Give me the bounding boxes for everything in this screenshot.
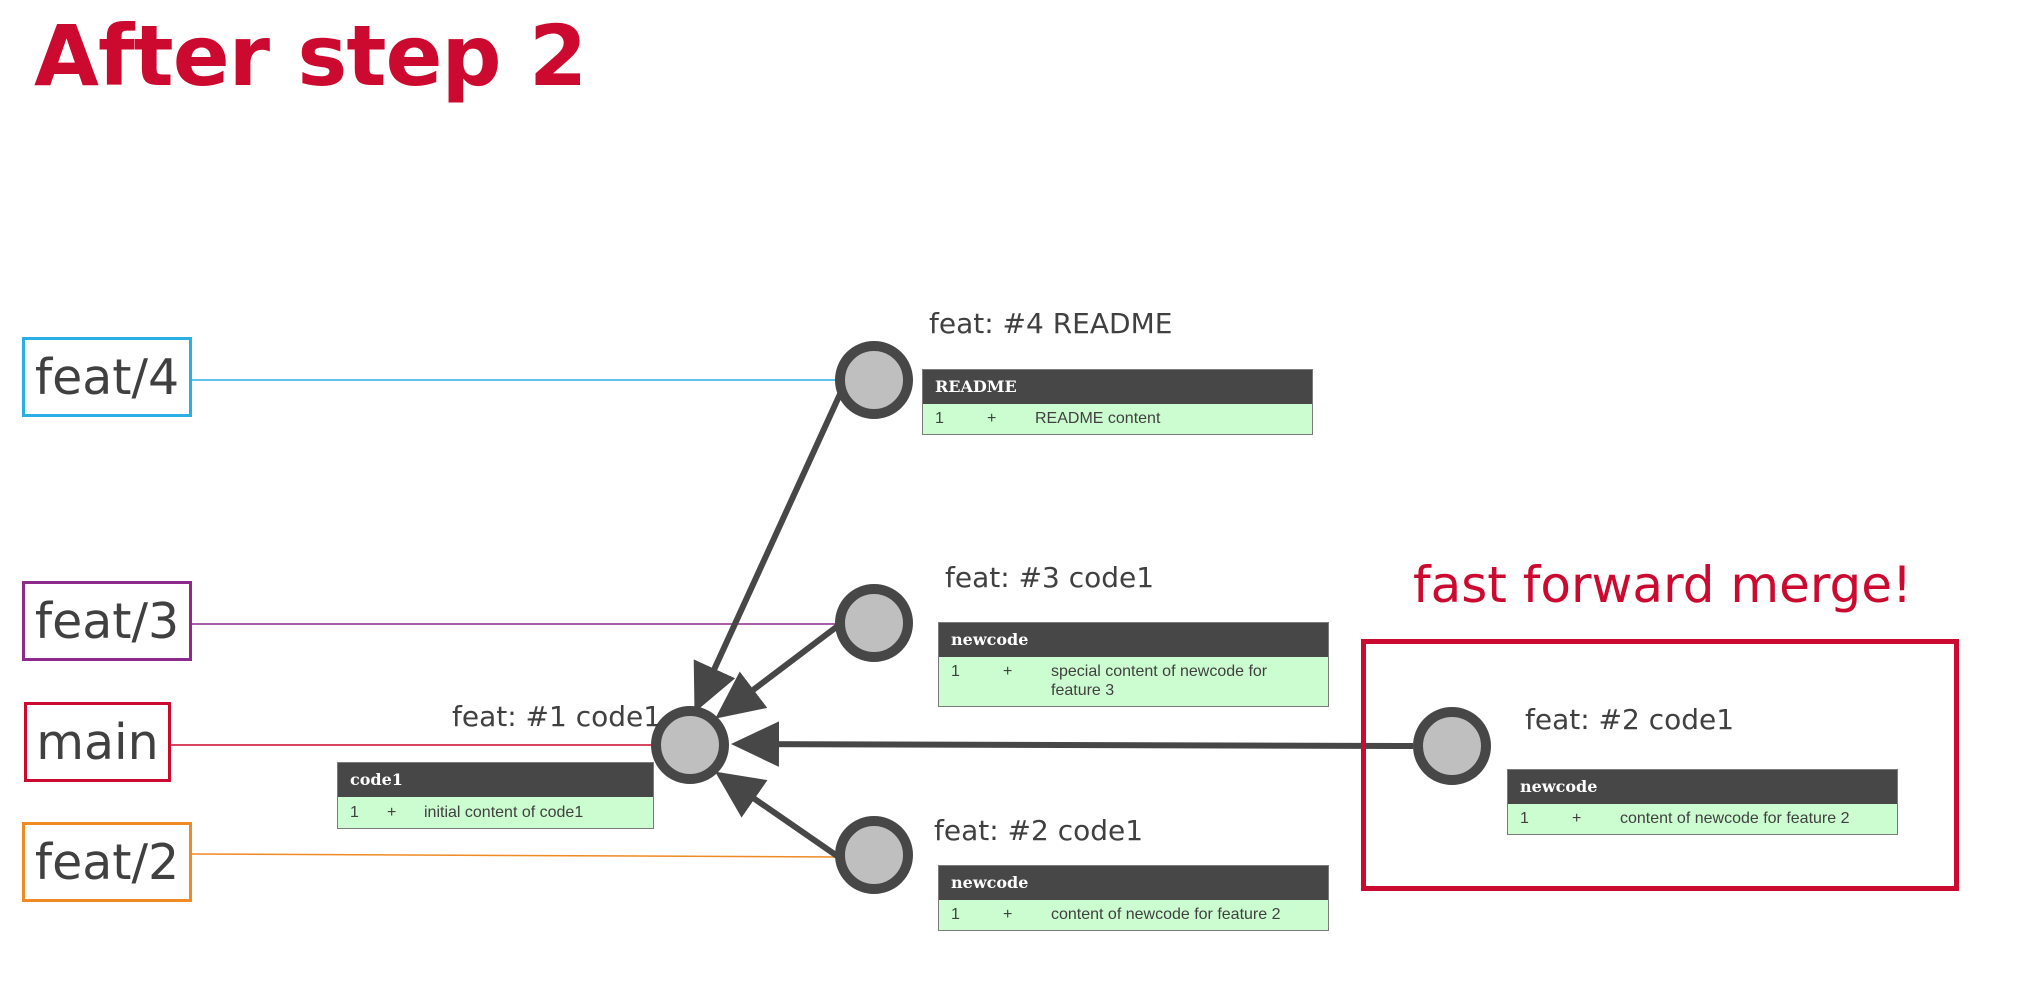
- branch-name: feat/2: [34, 833, 180, 891]
- branch-name: feat/4: [34, 348, 180, 406]
- page-title: After step 2: [34, 7, 587, 105]
- parent-arrow-c2-merged: [731, 721, 1414, 767]
- diff-line-number: 1: [1520, 810, 1529, 827]
- merge-highlight-box: [1361, 639, 1959, 891]
- commit-node-c2-merged[interactable]: [1413, 707, 1491, 785]
- commit-message-c3: feat: #3 code1: [945, 561, 1155, 594]
- parent-arrow-c3: [715, 619, 845, 719]
- branch-name: feat/3: [34, 592, 180, 650]
- branch-label-feat4[interactable]: feat/4: [22, 337, 192, 417]
- diff-file-name: newcode: [939, 866, 1328, 900]
- diff-file-name: README: [923, 370, 1312, 404]
- diff-line-sign: +: [387, 804, 397, 821]
- diff-card-c1: code1 1 + initial content of code1: [337, 762, 654, 829]
- diff-line-number: 1: [951, 663, 960, 680]
- diff-line-content: content of newcode for feature 2: [1051, 906, 1281, 923]
- branch-name: main: [36, 713, 159, 771]
- diff-card-c2-merged: newcode 1 + content of newcode for featu…: [1507, 769, 1898, 835]
- diff-card-c2: newcode 1 + content of newcode for featu…: [938, 865, 1329, 931]
- diff-line-content: special content of newcode for feature 3: [1051, 663, 1268, 699]
- diff-line: 1 + initial content of code1: [338, 797, 653, 828]
- diff-line-sign: +: [987, 410, 997, 427]
- diff-file-name: newcode: [1508, 770, 1897, 804]
- diff-file-name: code1: [338, 763, 653, 797]
- diff-line-content: content of newcode for feature 2: [1620, 810, 1850, 827]
- diff-line-number: 1: [350, 804, 359, 821]
- branch-label-main[interactable]: main: [24, 702, 171, 782]
- commit-message-c4: feat: #4 README: [929, 307, 1173, 340]
- parent-arrow-c2: [715, 771, 845, 863]
- commit-message-c2-merged: feat: #2 code1: [1525, 703, 1735, 736]
- commit-node-c4[interactable]: [835, 341, 913, 419]
- commit-node-c3[interactable]: [835, 584, 913, 662]
- diff-line-content: initial content of code1: [424, 804, 584, 821]
- commit-message-c1: feat: #1 code1: [452, 700, 662, 733]
- merge-callout: fast forward merge!: [1413, 556, 1913, 614]
- commit-message-c2: feat: #2 code1: [934, 814, 1144, 847]
- parent-arrow-c4: [693, 379, 849, 713]
- commit-node-c1[interactable]: [651, 706, 729, 784]
- diff-line-number: 1: [935, 410, 944, 427]
- diff-line-number: 1: [951, 906, 960, 923]
- diff-card-c3: newcode 1 + special content of newcode f…: [938, 622, 1329, 707]
- diff-line-sign: +: [1003, 906, 1013, 923]
- branch-line-feat2: [190, 853, 843, 858]
- diff-line: 1 + special content of newcode for featu…: [939, 657, 1328, 706]
- branch-label-feat2[interactable]: feat/2: [22, 822, 192, 902]
- diff-line: 1 + content of newcode for feature 2: [939, 900, 1328, 930]
- diff-file-name: newcode: [939, 623, 1328, 657]
- diff-line: 1 + content of newcode for feature 2: [1508, 804, 1897, 834]
- diff-line-sign: +: [1003, 663, 1013, 680]
- branch-label-feat3[interactable]: feat/3: [22, 581, 192, 661]
- diff-line: 1 + README content: [923, 404, 1312, 434]
- diff-line-sign: +: [1572, 810, 1582, 827]
- diff-line-content: README content: [1035, 410, 1161, 427]
- commit-node-c2[interactable]: [835, 816, 913, 894]
- diff-card-c4: README 1 + README content: [922, 369, 1313, 435]
